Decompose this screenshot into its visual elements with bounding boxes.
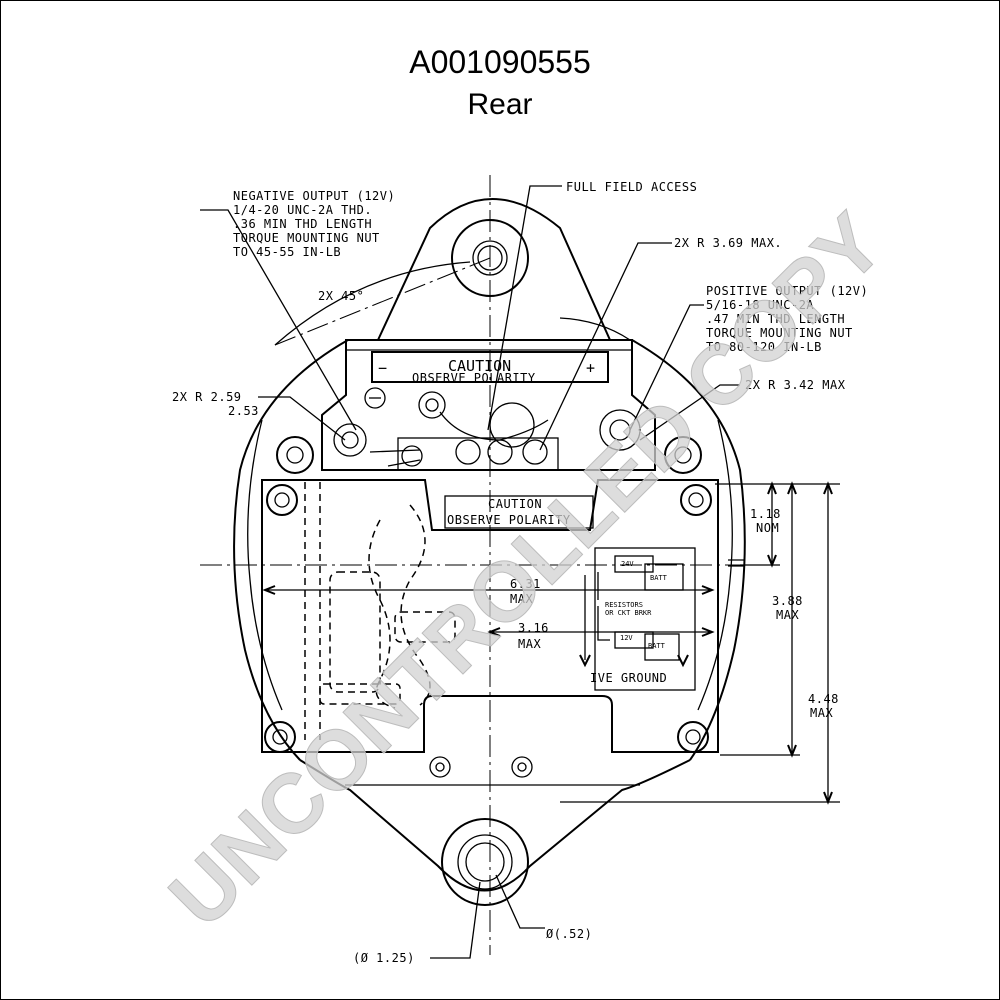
neg-line-2: 1/4-20 UNC-2A THD. xyxy=(233,203,372,217)
callout-dia-052: Ø(.52) xyxy=(546,927,592,941)
caution-lower-line2: OBSERVE POLARITY xyxy=(447,513,571,527)
bolt-mid-left xyxy=(266,484,298,516)
pos-line-3: .47 MIN THD LENGTH xyxy=(706,312,845,326)
center-lines xyxy=(200,175,780,955)
dimension-lines xyxy=(262,481,840,805)
bolt-lower-left xyxy=(264,721,296,753)
neg-line-5: TO 45-55 IN-LB xyxy=(233,245,341,259)
dim-448: 4.48 xyxy=(808,692,839,706)
dim-316: 3.16 xyxy=(518,621,549,635)
caution-line1: CAUTION xyxy=(448,357,511,375)
caution-line2: OBSERVE POLARITY xyxy=(412,371,536,385)
pos-line-1: POSITIVE OUTPUT (12V) xyxy=(706,284,868,298)
caution-plus: + xyxy=(586,359,595,377)
rectifier-body: CAUTION OBSERVE POLARITY 24V BATT RESIST… xyxy=(261,479,719,753)
uncontrolled-copy-watermark: UNCONTROLLED COPY xyxy=(151,195,901,945)
dim-118: 1.18 xyxy=(750,507,781,521)
dim-448-label: MAX xyxy=(810,706,833,720)
neg-line-3: .36 MIN THD LENGTH xyxy=(233,217,372,231)
callout-full-field-access: FULL FIELD ACCESS xyxy=(566,180,697,194)
dim-316-label: MAX xyxy=(518,637,541,651)
callout-radius-369: 2X R 3.69 MAX. xyxy=(674,236,782,250)
pos-line-4: TORQUE MOUNTING NUT xyxy=(706,326,853,340)
hidden-lines xyxy=(304,482,456,740)
neg-line-4: TORQUE MOUNTING NUT xyxy=(233,231,380,245)
callout-radius-342: 2X R 3.42 MAX xyxy=(745,378,846,392)
schematic-resistors-1: RESISTORS xyxy=(605,601,643,609)
pos-line-2: 5/16-18 UNC-2A xyxy=(706,298,814,312)
dim-388: 3.88 xyxy=(772,594,803,608)
mounting-bolts xyxy=(264,436,712,778)
caution-minus: − xyxy=(378,359,387,377)
schematic-12v: 12V xyxy=(620,634,633,642)
bolt-mid-right xyxy=(680,484,712,516)
bottom-mounting-lug xyxy=(299,759,691,906)
callout-radius-253: 2.53 xyxy=(228,404,259,418)
callout-negative-output: NEGATIVE OUTPUT (12V) 1/4-20 UNC-2A THD.… xyxy=(233,189,395,259)
schematic-resistors-2: OR CKT BRKR xyxy=(605,609,652,617)
bolt-upper-left xyxy=(276,436,314,474)
schematic-batt-bottom: BATT xyxy=(648,642,666,650)
leader-lines xyxy=(200,185,740,959)
caution-lower-line1: CAUTION xyxy=(488,497,542,511)
schematic-ground: IVE GROUND xyxy=(590,671,667,685)
stud-left xyxy=(429,756,451,778)
dim-118-label: NOM xyxy=(756,521,779,535)
caution-plate-upper: − CAUTION OBSERVE POLARITY + xyxy=(378,357,595,385)
stud-right xyxy=(511,756,533,778)
neg-line-1: NEGATIVE OUTPUT (12V) xyxy=(233,189,395,203)
callout-positive-output: POSITIVE OUTPUT (12V) 5/16-18 UNC-2A .47… xyxy=(706,284,868,354)
part-number-title: A001090555 xyxy=(409,44,591,80)
bolt-lower-right xyxy=(677,721,709,753)
callout-radius-259: 2X R 2.59 xyxy=(172,390,242,404)
callout-angle-45: 2X 45° xyxy=(318,289,364,303)
schematic-batt-top: BATT xyxy=(650,574,668,582)
dim-388-label: MAX xyxy=(776,608,799,622)
dim-631: 6.31 xyxy=(510,577,541,591)
schematic-24v: 24V xyxy=(621,560,634,568)
dim-631-label: MAX xyxy=(510,592,533,606)
pos-line-5: TO 80-120 IN-LB xyxy=(706,340,822,354)
callout-dia-125: (Ø 1.25) xyxy=(353,951,415,965)
dimension-labels: 1.18 NOM 3.88 MAX 4.48 MAX 6.31 MAX 3.16… xyxy=(510,507,839,720)
bolt-upper-right xyxy=(664,436,702,474)
view-title: Rear xyxy=(467,88,533,121)
